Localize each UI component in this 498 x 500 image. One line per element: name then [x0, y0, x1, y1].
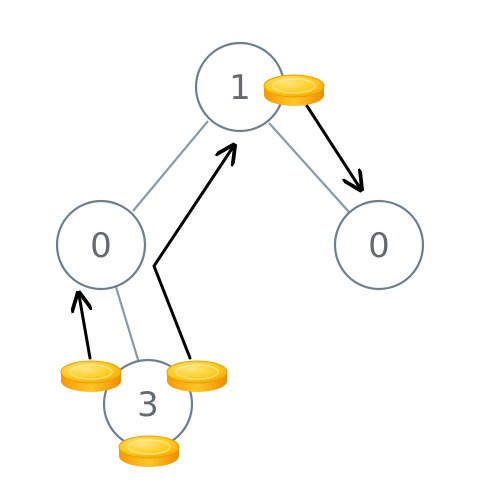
node-right: 0 — [333, 199, 425, 291]
node-right-label: 0 — [368, 226, 390, 266]
coin-icon — [263, 74, 325, 106]
node-left-label: 0 — [90, 226, 112, 266]
tree-edges — [114, 120, 350, 364]
node-left: 0 — [55, 199, 147, 291]
node-root-label: 1 — [229, 68, 251, 108]
coin-icon — [60, 360, 122, 392]
node-left-child-label: 3 — [137, 385, 159, 425]
edge-root-right — [268, 122, 350, 213]
edge-root-left — [132, 120, 209, 212]
coin-icon — [118, 435, 180, 467]
coin-icon — [166, 360, 228, 392]
edge-left-left-child — [114, 286, 141, 364]
arrow-child-to-root — [152, 147, 233, 360]
arrow-root-to-right — [305, 104, 360, 188]
arrow-child-to-left — [79, 295, 90, 360]
move-arrows — [79, 104, 360, 360]
